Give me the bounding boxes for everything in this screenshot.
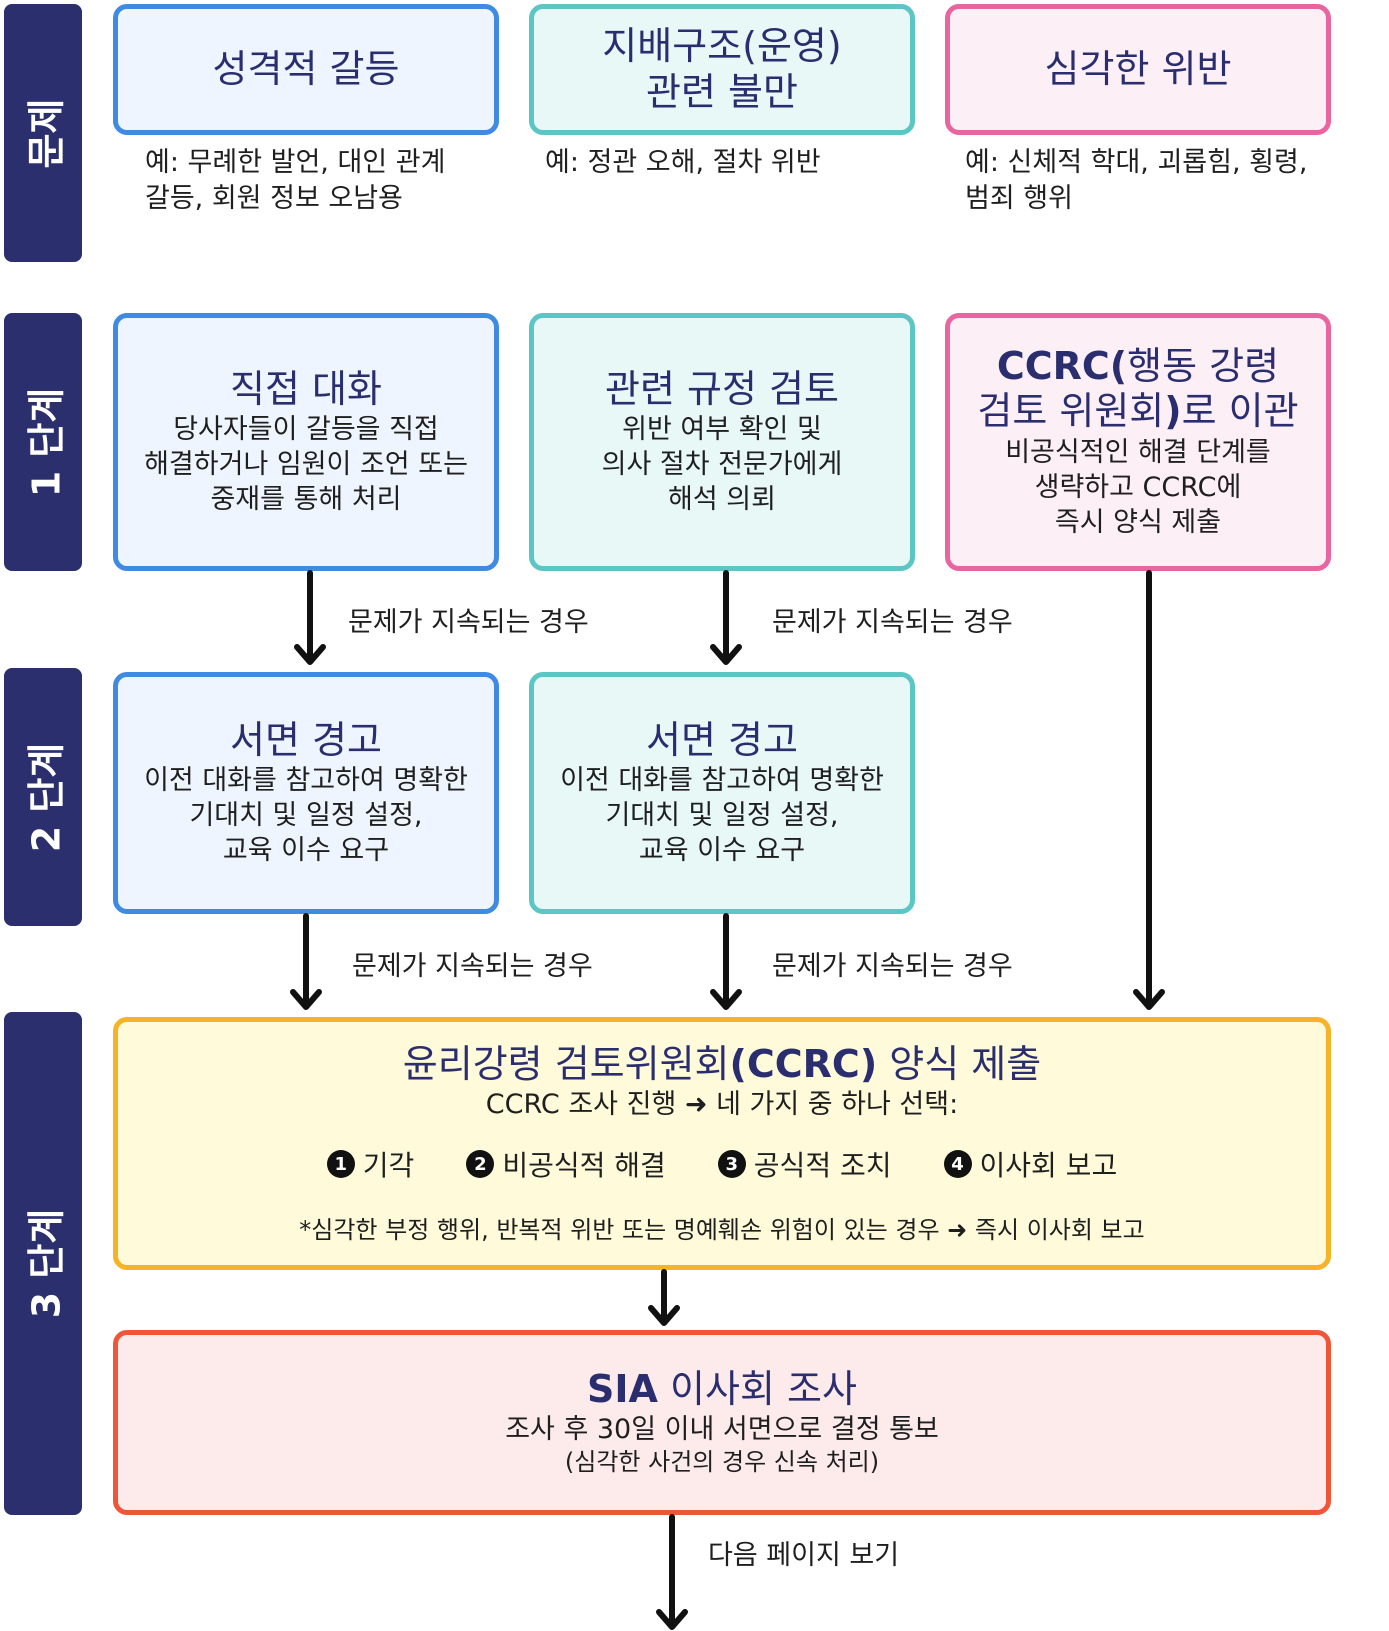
- step-desc: 이전 대화를 참고하여 명확한 기대치 및 일정 설정, 교육 이수 요구: [560, 765, 884, 867]
- arrow-down-icon: [290, 913, 322, 1010]
- problem-example: 예: 신체적 학대, 괴롭힘, 횡령, 범죄 행위: [965, 147, 1308, 215]
- condition-label: 문제가 지속되는 경우: [772, 607, 1013, 638]
- condition-label: 문제가 지속되는 경우: [352, 951, 593, 982]
- problem-box-serious: 심각한 위반: [945, 4, 1331, 135]
- arrow-down-icon: [648, 1269, 680, 1326]
- board-title: SIA 이사회 조사: [587, 1366, 857, 1411]
- step-desc: 위반 여부 확인 및 의사 절차 전문가에게 해석 의뢰: [601, 414, 843, 516]
- problem-title: 성격적 갈등: [212, 46, 400, 91]
- condition-label: 문제가 지속되는 경우: [348, 607, 589, 638]
- condition-label: 문제가 지속되는 경우: [772, 951, 1013, 982]
- step-desc: 비공식적인 해결 단계를 생략하고 CCRC에 즉시 양식 제출: [1005, 436, 1271, 539]
- problem-title: 심각한 위반: [1044, 46, 1232, 91]
- number-badge-icon: 2: [466, 1150, 495, 1179]
- step-title: 직접 대화: [230, 366, 382, 411]
- number-badge-icon: 1: [326, 1150, 355, 1179]
- step1-box-rule-review: 관련 규정 검토 위반 여부 확인 및 의사 절차 전문가에게 해석 의뢰: [529, 313, 915, 571]
- stage-label-3: 3 단계: [4, 1012, 82, 1515]
- step-title: 윤리강령 검토위원회(CCRC) 양식 제출: [402, 1041, 1042, 1086]
- stage-label-problem: 문제: [4, 4, 82, 262]
- problem-box-personality: 성격적 갈등: [113, 4, 499, 135]
- stage-label-1: 1 단계: [4, 313, 82, 571]
- step1-box-direct-talk: 직접 대화 당사자들이 갈등을 직접 해결하거나 임원이 조언 또는 중재를 통…: [113, 313, 499, 571]
- step3-box-ccrc-form: 윤리강령 검토위원회(CCRC) 양식 제출 CCRC 조사 진행 ➜ 네 가지…: [113, 1017, 1331, 1270]
- problem-example: 예: 정관 오해, 절차 위반: [545, 147, 821, 178]
- board-line1: 조사 후 30일 이내 서면으로 결정 통보: [505, 1414, 939, 1446]
- stage-label-2: 2 단계: [4, 668, 82, 926]
- step-note: *심각한 부정 행위, 반복적 위반 또는 명예훼손 위험이 있는 경우 ➜ 즉…: [299, 1216, 1145, 1245]
- board-investigation-box: SIA 이사회 조사 조사 후 30일 이내 서면으로 결정 통보 (심각한 사…: [113, 1330, 1331, 1515]
- arrow-down-icon: [656, 1514, 688, 1630]
- board-line2: (심각한 사건의 경우 신속 처리): [564, 1448, 880, 1477]
- step2-box-written-warning: 서면 경고 이전 대화를 참고하여 명확한 기대치 및 일정 설정, 교육 이수…: [529, 672, 915, 914]
- step2-box-written-warning: 서면 경고 이전 대화를 참고하여 명확한 기대치 및 일정 설정, 교육 이수…: [113, 672, 499, 914]
- step-desc: 당사자들이 갈등을 직접 해결하거나 임원이 조언 또는 중재를 통해 처리: [144, 414, 468, 516]
- arrow-down-icon: [294, 570, 326, 665]
- number-badge-icon: 4: [943, 1150, 972, 1179]
- next-page-link[interactable]: 다음 페이지 보기: [708, 1540, 900, 1571]
- arrow-down-icon: [710, 913, 742, 1010]
- number-badge-icon: 3: [717, 1150, 746, 1179]
- step-title: 서면 경고: [230, 717, 382, 762]
- arrow-down-icon: [1133, 570, 1165, 1010]
- step1-box-ccrc-transfer: CCRC(행동 강령 검토 위원회)로 이관 비공식적인 해결 단계를 생략하고…: [945, 313, 1331, 571]
- problem-example: 예: 무례한 발언, 대인 관계 갈등, 회원 정보 오남용: [145, 147, 446, 215]
- step-title: 서면 경고: [646, 717, 798, 762]
- problem-title: 지배구조(운영) 관련 불만: [602, 23, 842, 114]
- arrow-down-icon: [710, 570, 742, 665]
- step-title: CCRC(행동 강령 검토 위원회)로 이관: [977, 343, 1299, 434]
- step-subtitle: CCRC 조사 진행 ➜ 네 가지 중 하나 선택:: [485, 1089, 959, 1121]
- step-title: 관련 규정 검토: [605, 366, 839, 411]
- problem-box-governance: 지배구조(운영) 관련 불만: [529, 4, 915, 135]
- step-desc: 이전 대화를 참고하여 명확한 기대치 및 일정 설정, 교육 이수 요구: [144, 765, 468, 867]
